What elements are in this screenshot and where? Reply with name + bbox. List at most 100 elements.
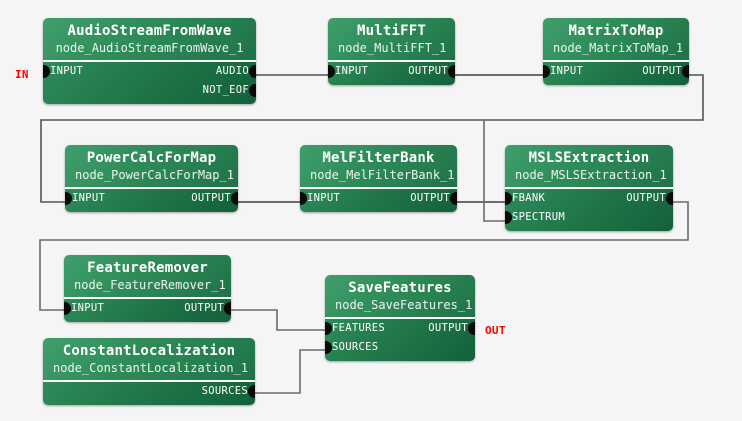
node-body-mslsextraction: FBANK OUTPUT SPECTRUM (505, 189, 673, 231)
port-row: SOURCES (325, 338, 475, 357)
node-instance-name-multifft: node_MultiFFT_1 (338, 41, 447, 55)
output-port-label-output: OUTPUT (184, 302, 224, 314)
node-title-mslsextraction: MSLSExtraction (528, 150, 650, 166)
node-instance-name-featureremover: node_FeatureRemover_1 (74, 278, 226, 292)
port-row: SPECTRUM (505, 208, 673, 227)
node-body-matrixtomap: INPUT OUTPUT (543, 62, 689, 85)
node-header-matrixtomap[interactable]: MatrixToMap node_MatrixToMap_1 (543, 18, 689, 62)
output-port-label-output: OUTPUT (626, 192, 666, 204)
input-port-sources[interactable] (325, 341, 332, 354)
node-instance-name-powercalcformap: node_PowerCalcForMap_1 (75, 168, 234, 182)
node-title-constantlocalization: ConstantLocalization (62, 343, 236, 359)
graph-output-terminal-label: OUT (485, 324, 506, 337)
port-row: INPUT OUTPUT (300, 189, 457, 208)
port-row: INPUT AUDIO (43, 62, 256, 81)
node-body-constantlocalization: SOURCES (43, 382, 255, 405)
node-instance-name-constantlocalization: node_ConstantLocalization_1 (53, 361, 249, 375)
input-port-label-spectrum: SPECTRUM (512, 211, 565, 223)
port-row: INPUT OUTPUT (543, 62, 689, 81)
input-port-label-sources: SOURCES (332, 341, 379, 353)
output-port-output[interactable] (468, 322, 475, 335)
port-row: FEATURES OUTPUT (325, 319, 475, 338)
node-title-multifft: MultiFFT (356, 23, 427, 39)
graph-input-terminal-label: IN (15, 68, 29, 81)
output-port-label-sources: SOURCES (201, 385, 248, 397)
port-row: INPUT OUTPUT (64, 299, 231, 318)
input-port-label-input: INPUT (71, 302, 105, 314)
input-port-spectrum[interactable] (505, 211, 512, 224)
node-constantlocalization[interactable]: ConstantLocalization node_ConstantLocaliz… (43, 338, 255, 405)
node-header-mslsextraction[interactable]: MSLSExtraction node_MSLSExtraction_1 (505, 145, 673, 189)
input-port-features[interactable] (325, 322, 332, 335)
output-port-output[interactable] (450, 192, 457, 205)
node-header-audiostreamfromwave[interactable]: AudioStreamFromWave node_AudioStreamFromW… (43, 18, 256, 62)
output-port-output[interactable] (682, 65, 689, 78)
port-row: SOURCES (43, 382, 255, 401)
input-port-input[interactable] (543, 65, 550, 78)
input-port-label-input: INPUT (550, 65, 584, 77)
node-body-featureremover: INPUT OUTPUT (64, 299, 231, 322)
input-port-label-input: INPUT (50, 65, 84, 77)
node-header-multifft[interactable]: MultiFFT node_MultiFFT_1 (328, 18, 455, 62)
input-port-label-features: FEATURES (332, 322, 385, 334)
output-port-output[interactable] (224, 302, 231, 315)
node-title-audiostreamfromwave: AudioStreamFromWave (67, 23, 232, 39)
input-port-input[interactable] (64, 302, 71, 315)
output-port-output[interactable] (231, 192, 238, 205)
output-port-output[interactable] (448, 65, 455, 78)
port-row: FBANK OUTPUT (505, 189, 673, 208)
node-body-savefeatures: FEATURES OUTPUT SOURCES (325, 319, 475, 361)
node-title-matrixtomap: MatrixToMap (568, 23, 664, 39)
input-port-fbank[interactable] (505, 192, 512, 205)
input-port-input[interactable] (300, 192, 307, 205)
output-port-audio[interactable] (249, 65, 256, 78)
input-port-label-input: INPUT (335, 65, 369, 77)
node-title-savefeatures: SaveFeatures (348, 280, 452, 296)
node-instance-name-mslsextraction: node_MSLSExtraction_1 (515, 168, 667, 182)
output-port-label-audio: AUDIO (215, 65, 249, 77)
output-port-label-output: OUTPUT (428, 322, 468, 334)
node-title-featureremover: FeatureRemover (87, 260, 208, 276)
node-instance-name-matrixtomap: node_MatrixToMap_1 (553, 41, 684, 55)
output-port-label-output: OUTPUT (410, 192, 450, 204)
input-port-input[interactable] (328, 65, 335, 78)
node-body-audiostreamfromwave: INPUT AUDIO NOT_EOF (43, 62, 256, 104)
node-audiostreamfromwave[interactable]: AudioStreamFromWave node_AudioStreamFromW… (43, 18, 256, 104)
node-header-powercalcformap[interactable]: PowerCalcForMap node_PowerCalcForMap_1 (65, 145, 238, 189)
port-row: NOT_EOF (43, 81, 256, 100)
node-header-melfilterbank[interactable]: MelFilterBank node_MelFilterBank_1 (300, 145, 457, 189)
node-header-constantlocalization[interactable]: ConstantLocalization node_ConstantLocaliz… (43, 338, 255, 382)
node-instance-name-savefeatures: node_SaveFeatures_1 (335, 298, 473, 312)
node-header-savefeatures[interactable]: SaveFeatures node_SaveFeatures_1 (325, 275, 475, 319)
input-port-input[interactable] (65, 192, 72, 205)
port-row: INPUT OUTPUT (328, 62, 455, 81)
node-instance-name-melfilterbank: node_MelFilterBank_1 (310, 168, 455, 182)
wire-constantlocalization-to-savefeatures (255, 349, 326, 394)
node-header-featureremover[interactable]: FeatureRemover node_FeatureRemover_1 (64, 255, 231, 299)
input-port-input[interactable] (43, 65, 50, 78)
input-port-label-input: INPUT (307, 192, 341, 204)
node-title-powercalcformap: PowerCalcForMap (86, 150, 217, 166)
node-body-melfilterbank: INPUT OUTPUT (300, 189, 457, 212)
node-instance-name-audiostreamfromwave: node_AudioStreamFromWave_1 (55, 41, 244, 55)
output-port-sources[interactable] (248, 385, 255, 398)
output-port-label-output: OUTPUT (642, 65, 682, 77)
output-port-output[interactable] (666, 192, 673, 205)
output-port-label-output: OUTPUT (408, 65, 448, 77)
wire-matrixtomap-to-spectrum (483, 120, 506, 222)
output-port-label-output: OUTPUT (191, 192, 231, 204)
output-port-not_eof[interactable] (249, 84, 256, 97)
wire-featureremover-to-savefeatures (231, 309, 326, 331)
node-title-melfilterbank: MelFilterBank (322, 150, 435, 166)
input-port-label-fbank: FBANK (512, 192, 546, 204)
